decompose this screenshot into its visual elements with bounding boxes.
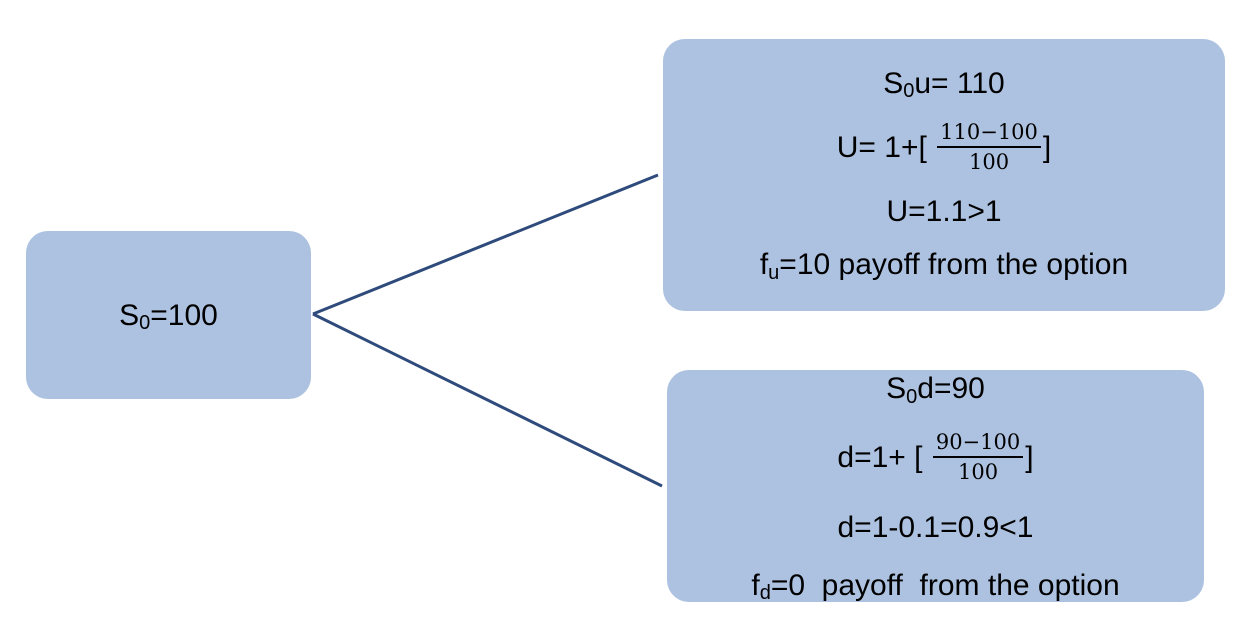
down-payoff-subscript: d <box>759 582 771 605</box>
down-payoff-symbol: f <box>751 568 760 602</box>
down-factor-result: d=1-0.1=0.9<1 <box>837 511 1033 544</box>
down-payoff-text: =0 payoff from the option <box>770 568 1120 602</box>
up-price-text: u= 110 <box>914 66 1005 100</box>
down-price-text: d=90 <box>917 372 985 405</box>
up-price-symbol: S <box>883 66 904 100</box>
up-formula-suffix: ] <box>1042 131 1052 165</box>
up-factor-result-text: U=1.1>1 <box>886 195 1002 229</box>
up-payoff-symbol: f <box>759 248 769 282</box>
up-payoff-text: =10 payoff from the option <box>779 248 1129 282</box>
edge-to-up-node <box>312 173 659 316</box>
root-value: =100 <box>150 298 218 332</box>
down-formula-prefix: d=1+ [ <box>837 441 931 475</box>
up-factor-result: U=1.1>1 <box>886 195 1001 228</box>
down-factor-result-text: d=1-0.1=0.9<1 <box>837 510 1034 544</box>
down-price-symbol: S <box>886 372 907 405</box>
down-formula-suffix: ] <box>1025 441 1034 475</box>
up-payoff-subscript: u <box>768 261 780 284</box>
edge-to-down-node <box>312 312 663 488</box>
root-subscript: 0 <box>139 312 151 334</box>
up-fraction-denominator: 100 <box>968 150 1010 175</box>
up-price-subscript: 0 <box>903 80 915 103</box>
root-symbol: S <box>119 298 140 332</box>
down-price-subscript: 0 <box>906 385 918 408</box>
down-fraction-numerator: 90−100 <box>932 430 1024 459</box>
up-fraction-numerator: 110−100 <box>937 120 1041 149</box>
up-formula-prefix: U= 1+[ <box>836 131 936 165</box>
down-fraction-denominator: 100 <box>957 460 999 485</box>
